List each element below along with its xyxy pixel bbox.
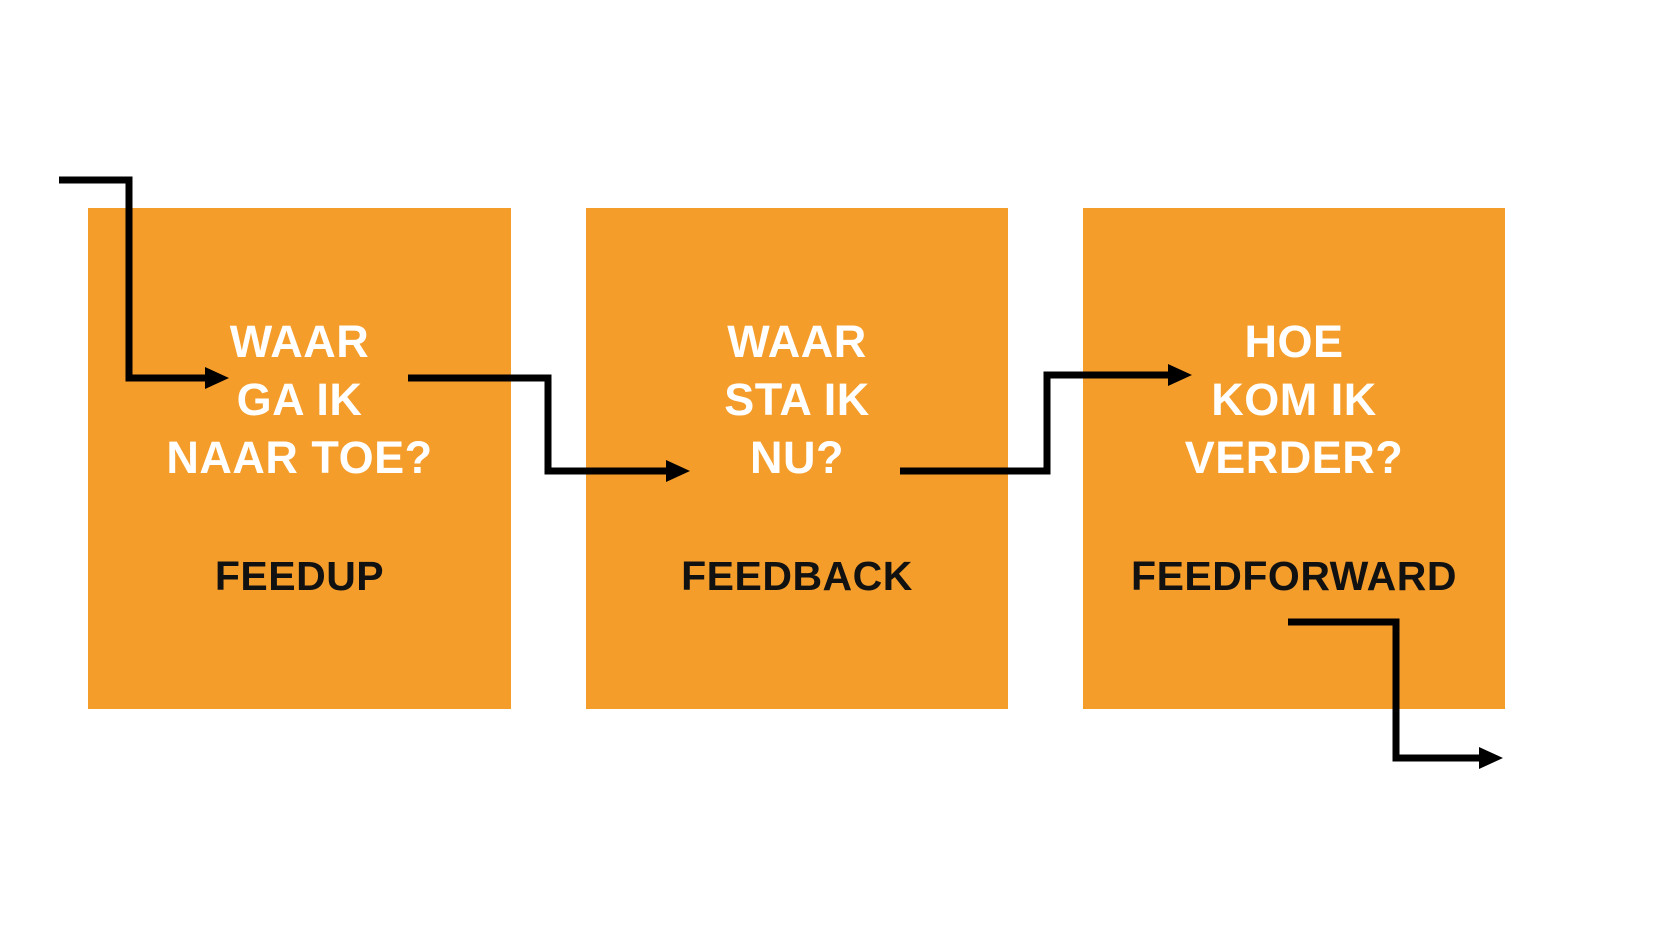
feedforward-label: FEEDFORWARD [1131, 553, 1457, 599]
question-line: WAAR [229, 316, 370, 367]
question-line: HOE [1244, 316, 1344, 367]
feedback-box: WAAR STA IK NU? FEEDBACK [586, 208, 1008, 709]
question-line: KOM IK [1211, 374, 1377, 425]
question-line: GA IK [236, 374, 363, 425]
feedback-label: FEEDBACK [681, 553, 913, 599]
feedup-label: FEEDUP [214, 553, 385, 599]
feedup-question: WAAR GA IK NAAR TOE? [88, 313, 511, 487]
feedback-question: WAAR STA IK NU? [586, 313, 1008, 487]
feedforward-question: HOE KOM IK VERDER? [1083, 313, 1505, 487]
question-line: NAAR TOE? [166, 432, 433, 483]
question-line: NU? [750, 432, 844, 483]
feedup-box: WAAR GA IK NAAR TOE? FEEDUP [88, 208, 511, 709]
arrowhead-icon [1479, 747, 1503, 769]
question-line: VERDER? [1184, 432, 1404, 483]
question-line: WAAR [727, 316, 867, 367]
feedforward-box: HOE KOM IK VERDER? FEEDFORWARD [1083, 208, 1505, 709]
question-line: STA IK [724, 374, 870, 425]
